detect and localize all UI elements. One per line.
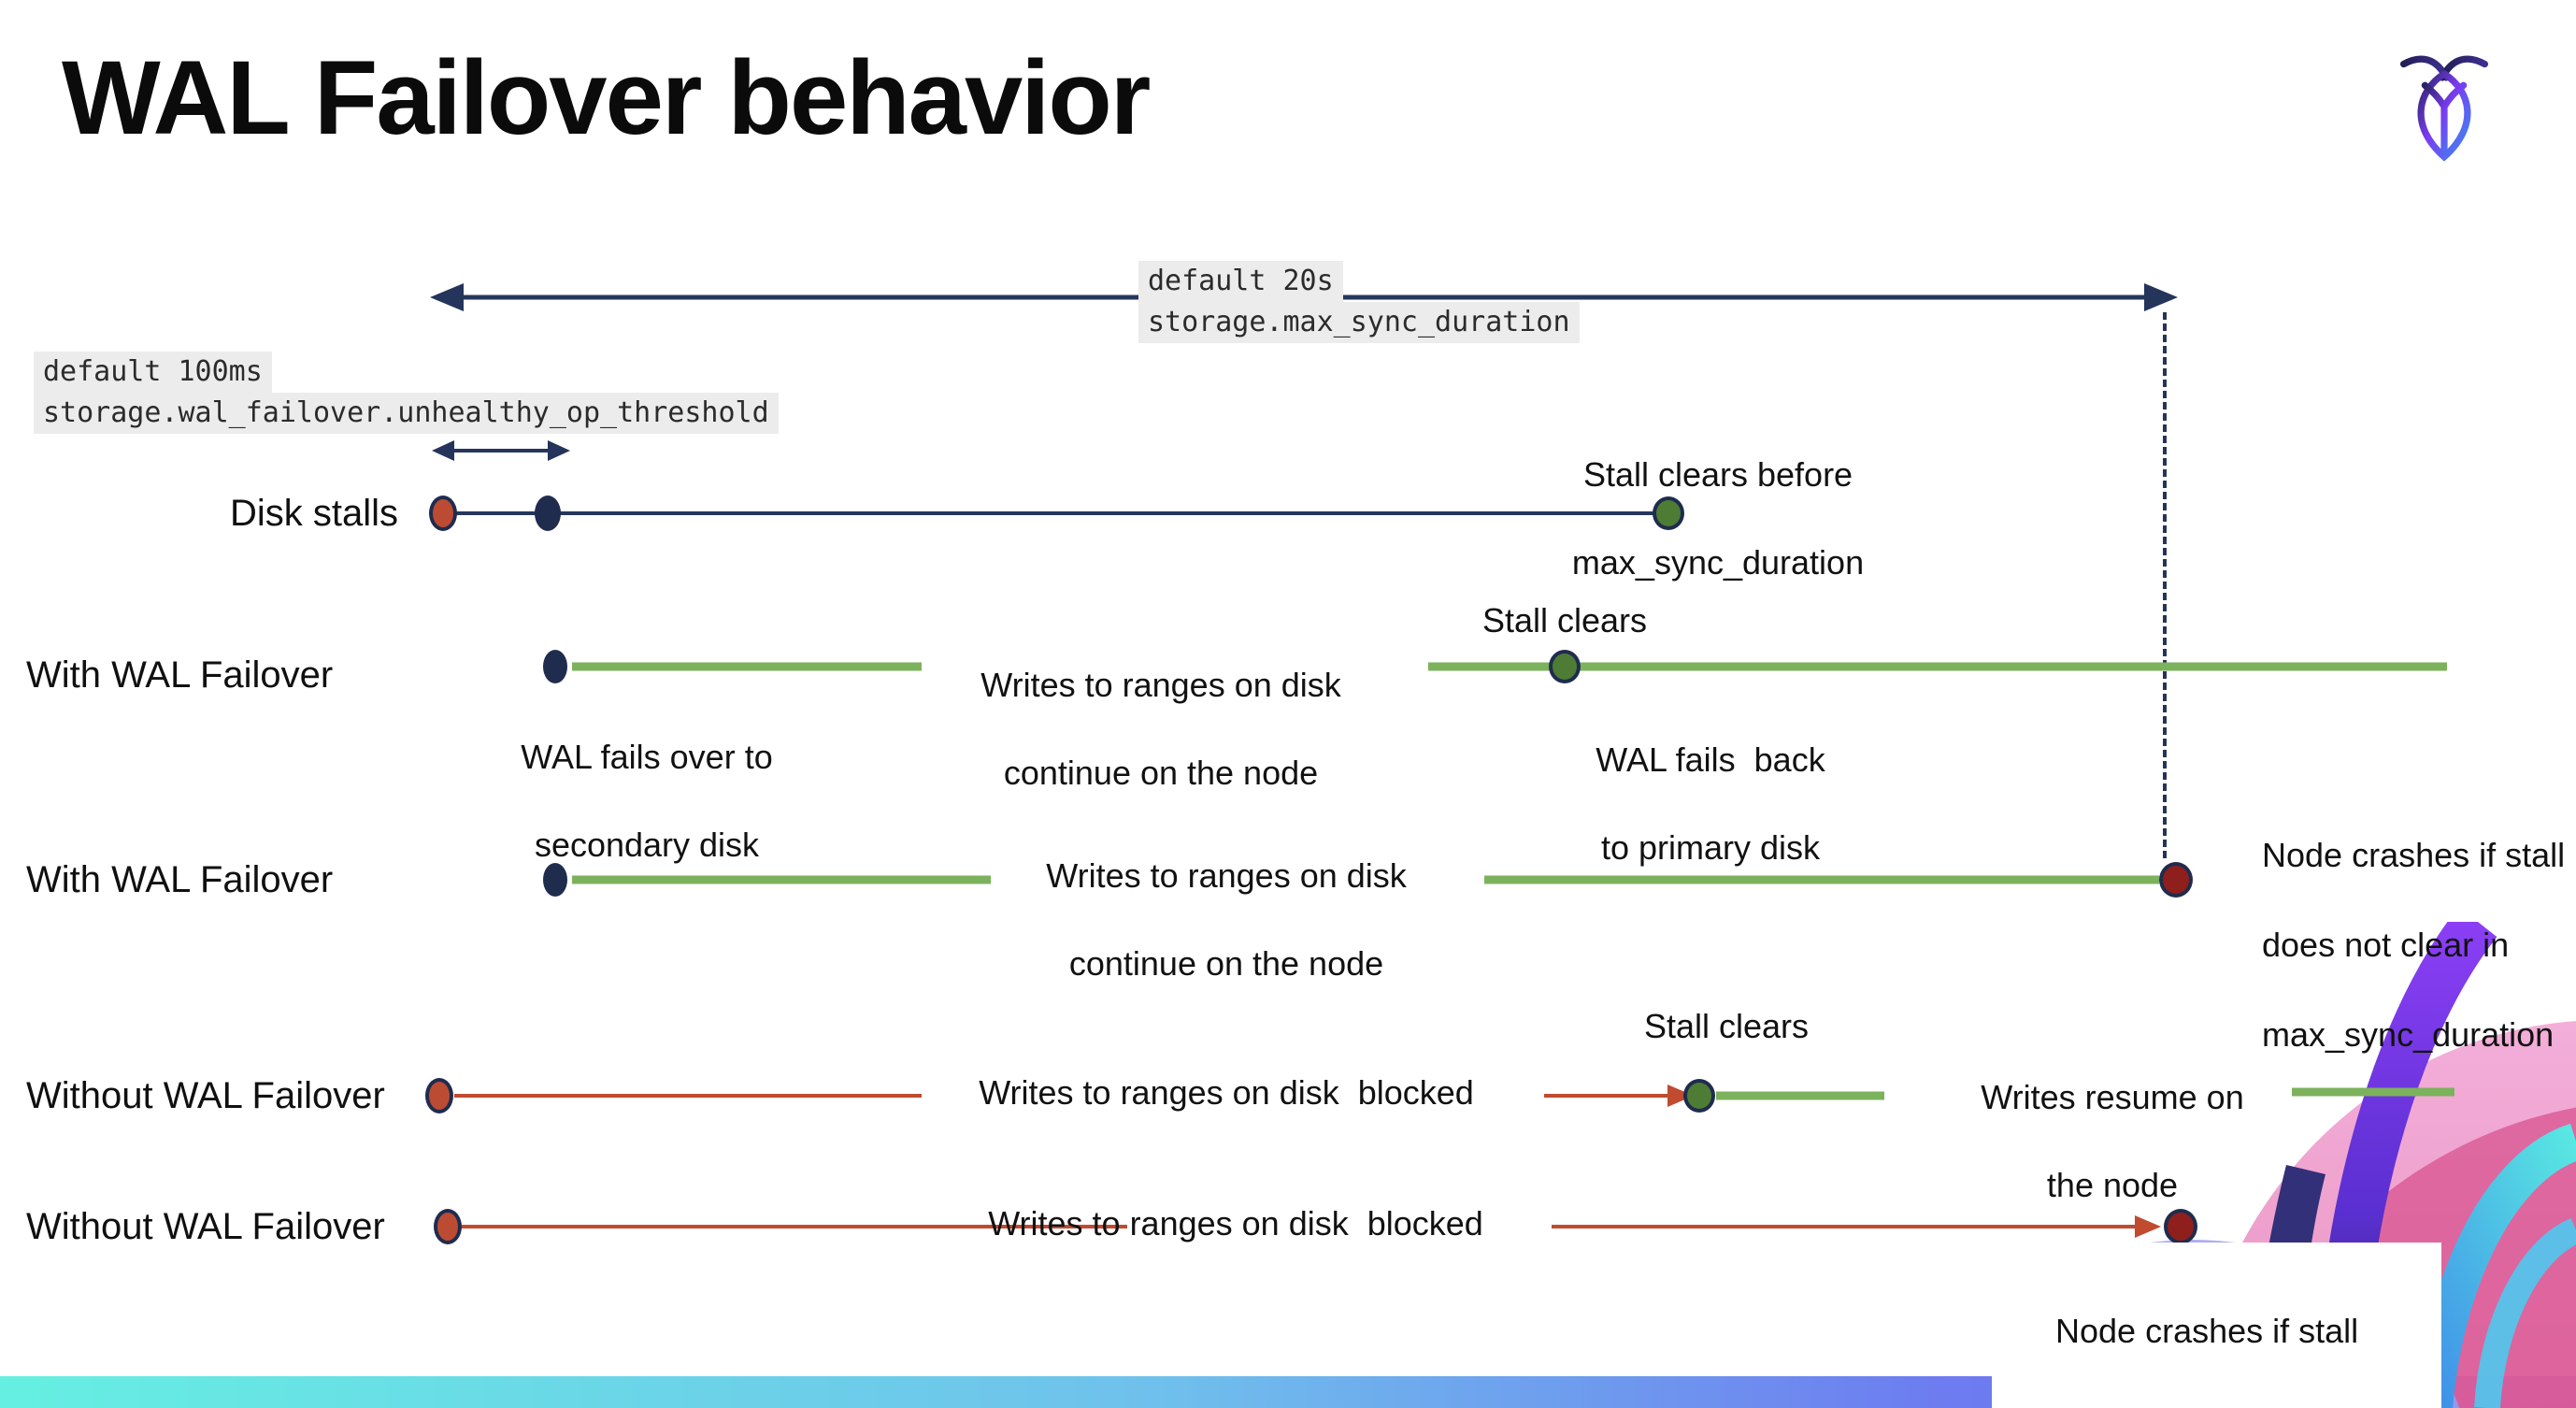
node-crash-annotation-2: Node crashes if stall does not clear in … (2055, 1312, 2359, 1408)
writes-resume-annotation: Writes resume on the node (1981, 1078, 2244, 1204)
failover-secondary-annotation: WAL fails over to secondary disk (521, 738, 773, 864)
node-crash-callout-box (1992, 1243, 2441, 1408)
cockroachdb-logo-icon (2399, 55, 2489, 162)
arrowhead-left-icon (430, 283, 464, 311)
logo-body (2417, 69, 2471, 162)
max-sync-default-label: default 20s (1138, 261, 1343, 302)
node-crash-annotation-1: Node crashes if stall does not clear in … (2262, 836, 2566, 1054)
node-crash-dot-1 (2159, 862, 2193, 898)
writes-continue-line-b (1428, 662, 2447, 671)
row-label-with-wal-failover-2: With WAL Failover (26, 859, 334, 900)
max-sync-deadline-dashed-line (2163, 312, 2167, 858)
writes-continue-line-c (572, 875, 991, 884)
disk-stall-start-dot (429, 496, 457, 531)
writes-blocked-line-b (462, 1225, 1127, 1228)
art-blue-arc (2474, 1218, 2576, 1408)
threshold-span-line (449, 449, 551, 453)
writes-blocked-annotation-2: Writes to ranges on disk blocked (988, 1204, 1483, 1243)
threshold-default-label: default 100ms (34, 352, 272, 393)
row-label-without-wal-failover-1: Without WAL Failover (26, 1075, 385, 1116)
writes-resume-line-b (2292, 1087, 2454, 1097)
logo-inner-y (2421, 81, 2468, 153)
blocked-arrowhead-2 (2135, 1215, 2161, 1238)
page-title: WAL Failover behavior (62, 39, 1151, 156)
stall-clears-dot-3 (1683, 1079, 1715, 1113)
failover-threshold-dot (535, 496, 561, 531)
blocked-arrow-line-2 (1552, 1225, 2140, 1228)
failover-start-dot (543, 650, 567, 683)
writes-blocked-line-a (454, 1094, 922, 1098)
row-label-disk-stalls: Disk stalls (230, 493, 399, 534)
stall-start-dot-4 (434, 1209, 462, 1244)
max-sync-setting-label: storage.max_sync_duration (1138, 302, 1580, 343)
stall-clears-annotation-2: Stall clears (1481, 601, 1648, 639)
stall-clears-before-annotation: Stall clears before max_sync_duration (1571, 455, 1865, 582)
row-label-with-wal-failover-1: With WAL Failover (26, 654, 334, 696)
writes-continue-line-d (1484, 875, 2159, 884)
disk-stalls-timeline (443, 511, 1668, 515)
failback-primary-annotation: WAL fails back to primary disk (1596, 740, 1825, 867)
writes-continue-line-a (572, 662, 922, 671)
failover-start-dot-2 (543, 863, 567, 897)
stall-clears-dot-2 (1549, 650, 1581, 683)
arrowhead-right-small-icon (548, 440, 570, 461)
writes-blocked-annotation-1: Writes to ranges on disk blocked (979, 1073, 1474, 1112)
writes-continue-annotation-2: Writes to ranges on disk continue on the… (1046, 856, 1407, 983)
stall-start-dot-3 (425, 1078, 453, 1113)
row-label-without-wal-failover-2: Without WAL Failover (26, 1206, 385, 1247)
arrowhead-left-small-icon (432, 440, 454, 461)
writes-continue-annotation-1: Writes to ranges on disk continue on the… (980, 666, 1341, 792)
stall-clears-dot (1653, 496, 1684, 530)
blocked-arrow-line-1 (1544, 1094, 1673, 1098)
threshold-setting-label: storage.wal_failover.unhealthy_op_thresh… (34, 393, 779, 434)
writes-resume-line-a (1716, 1091, 1884, 1100)
stall-clears-annotation-3: Stall clears (1643, 1007, 1810, 1045)
arrowhead-right-icon (2144, 283, 2178, 311)
